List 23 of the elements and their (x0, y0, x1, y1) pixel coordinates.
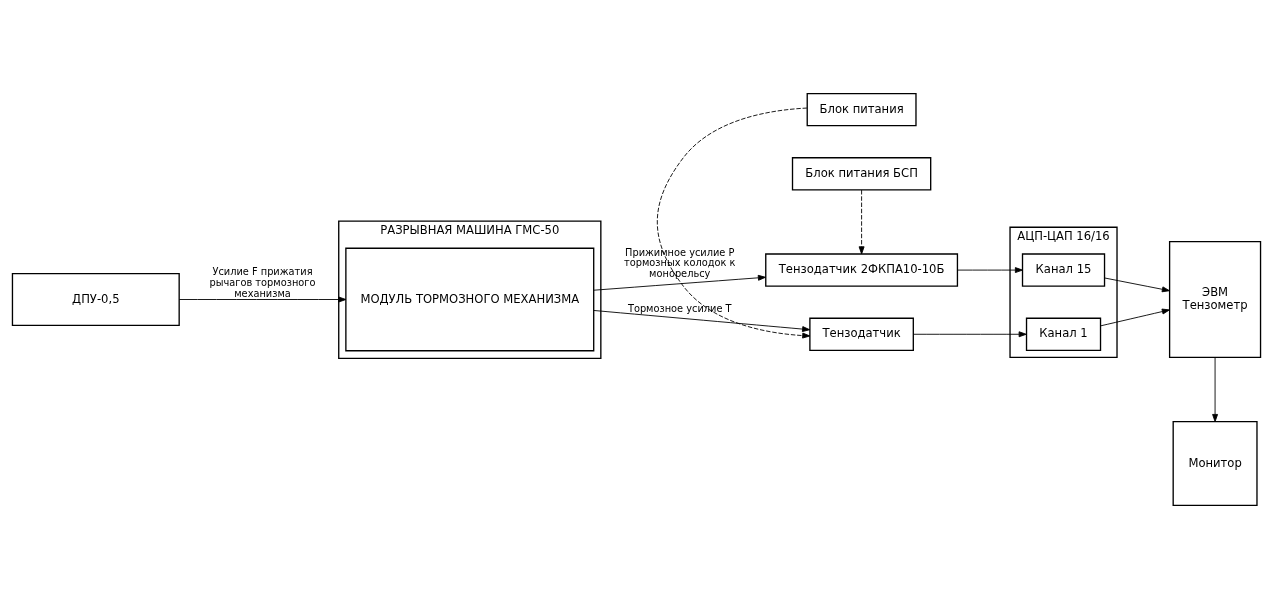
arrow (593, 310, 811, 333)
node-box: Канал 15 (1021, 253, 1106, 287)
node-box: Блок питания БСП (791, 157, 932, 191)
arrow (1100, 308, 1170, 327)
edge-label: Усилие F прижатия рычагов тормозного механизма (209, 266, 316, 299)
node-box: Блок питания (806, 92, 917, 127)
node-box: МОДУЛЬ ТОРМОЗНОГО МЕХАНИЗМА (345, 247, 595, 352)
arrow (178, 296, 347, 303)
arrow (858, 189, 865, 255)
arrow (957, 267, 1023, 274)
node-box: Тензодатчик 2ФКПА10-10Б (765, 253, 959, 287)
arrow (1212, 357, 1218, 422)
arrow (1104, 277, 1170, 293)
node-box: Монитор (1172, 420, 1258, 507)
edge-label: Тормозное усилие T (627, 302, 732, 314)
node-box: ЭВМ Тензометр (1168, 240, 1262, 359)
arrow (656, 107, 811, 339)
arrow (913, 331, 1027, 338)
node-box: Тензодатчик (809, 317, 914, 351)
edge-label: Прижимное усилие P тормозных колодок к монорельсу (624, 246, 736, 280)
node-box: Канал 1 (1025, 317, 1102, 351)
node-box: ДПУ-0,5 (11, 272, 180, 327)
arrow (593, 274, 766, 291)
